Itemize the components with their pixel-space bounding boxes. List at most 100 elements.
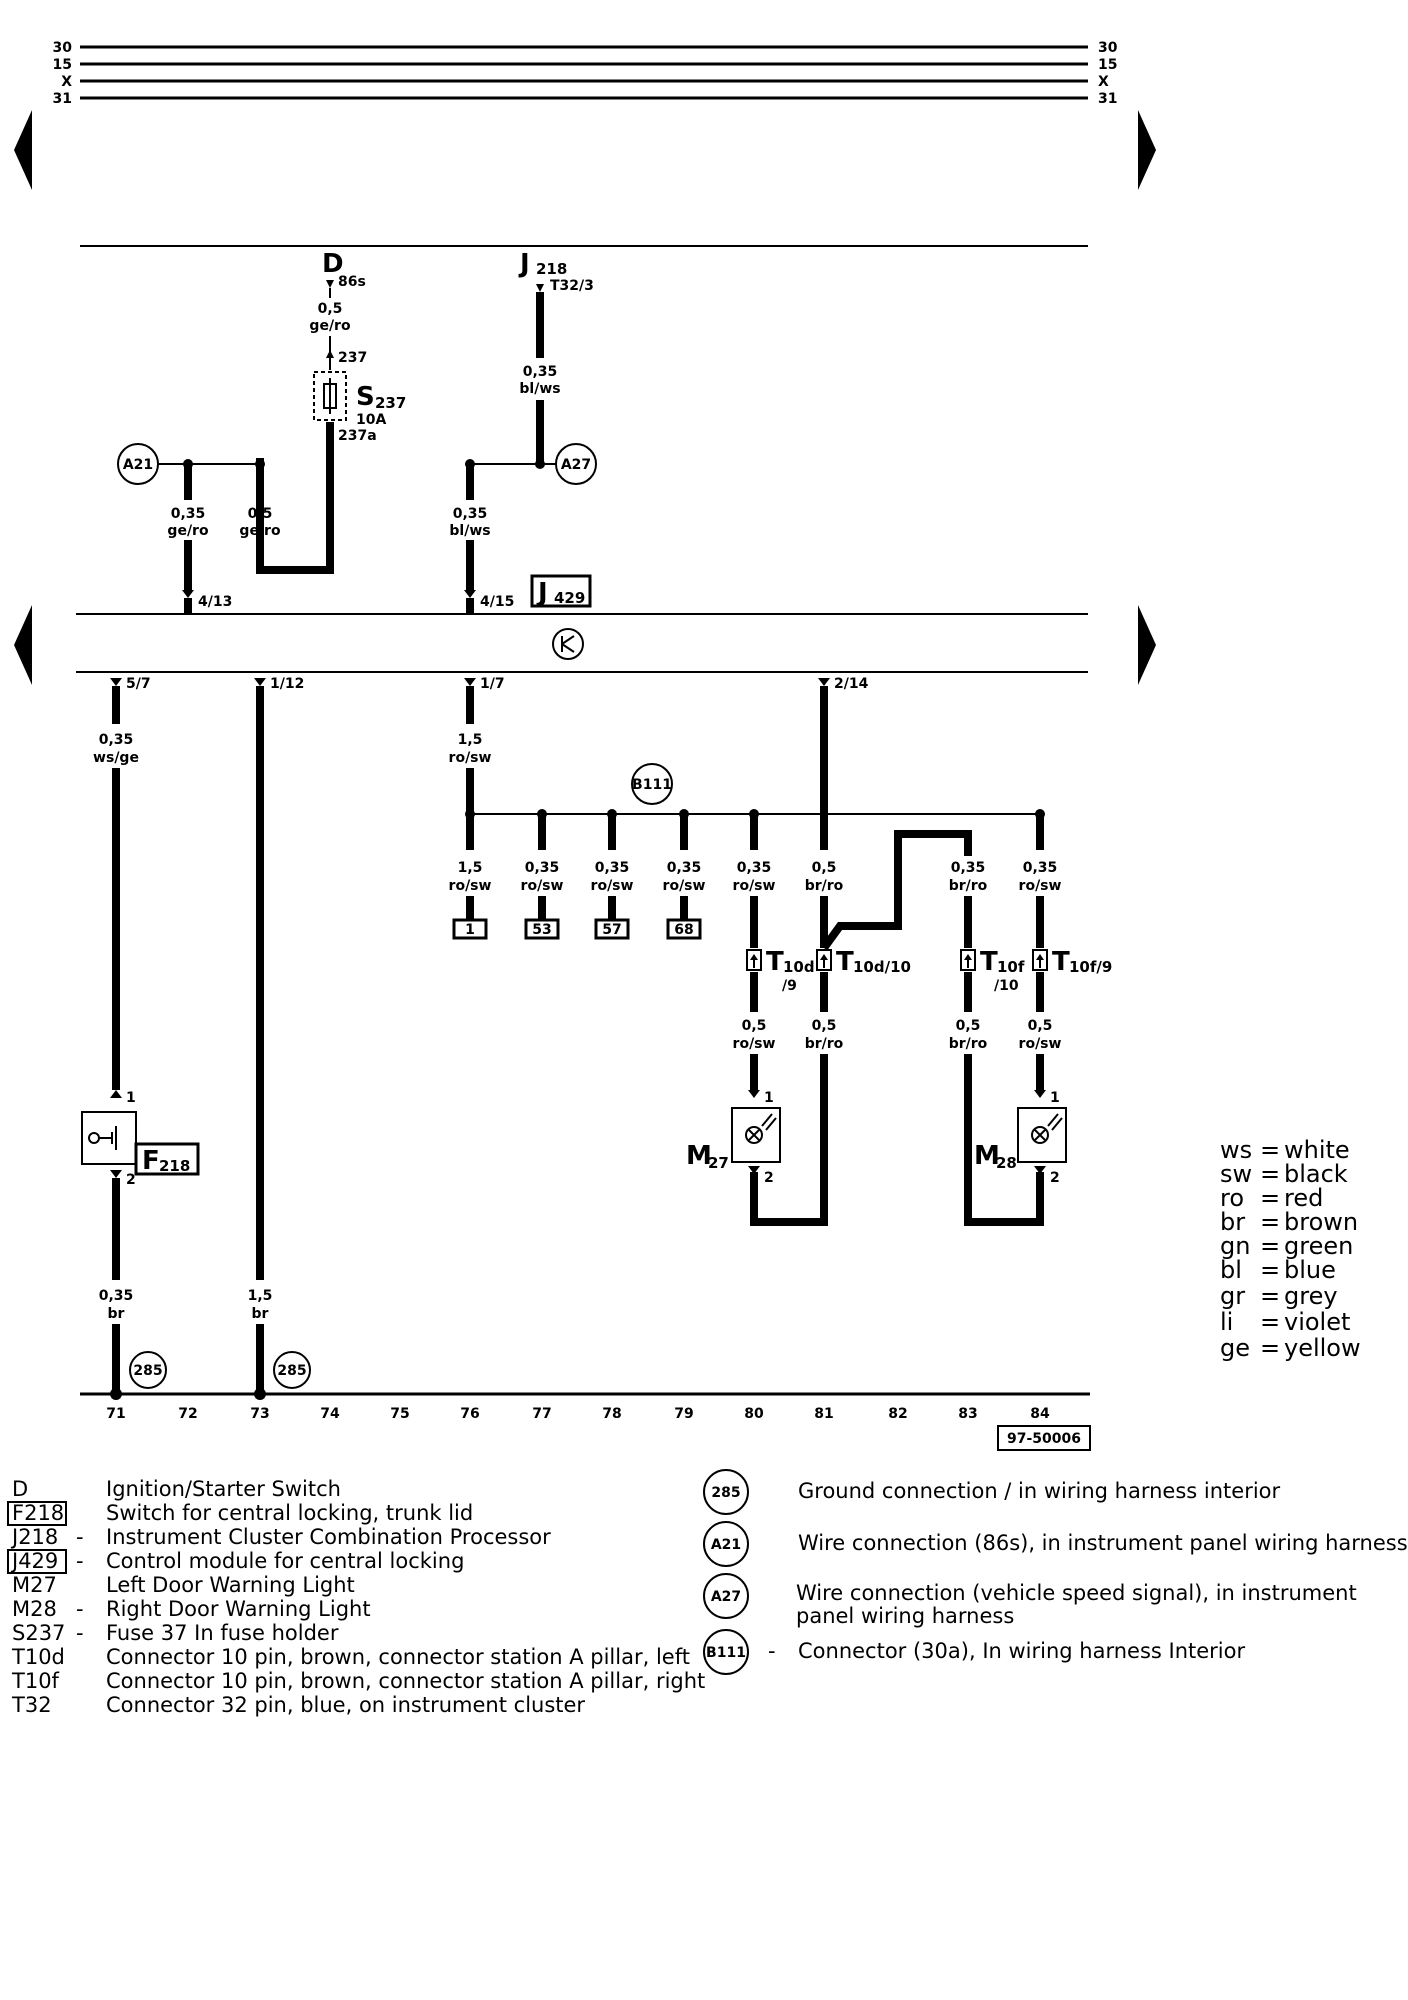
legend-desc-t32: Connector 32 pin, blue, on instrument cl… (106, 1693, 585, 1717)
track-79: 79 (674, 1406, 693, 1422)
svg-text:=: = (1260, 1308, 1280, 1336)
box-57-label: 57 (602, 922, 621, 938)
connector-t10d-10: T 10d/10 (816, 947, 911, 977)
legend-sym-a27: A27 (711, 1589, 741, 1605)
bus-label-31: 31 (53, 91, 72, 107)
t10f10-label: T (980, 947, 998, 977)
g71-size: 0,35 (99, 1288, 134, 1304)
t10f10-pin: /10 (994, 978, 1019, 994)
j429-in1-pin: 4/13 (198, 594, 232, 610)
legend-desc-m28: Right Door Warning Light (106, 1597, 371, 1621)
svg-text:=: = (1260, 1232, 1280, 1260)
legend-code-f218: F218 (12, 1501, 64, 1525)
b2-size: 0,35 (525, 860, 560, 876)
fuse-s237: S 237 10A 237a (313, 371, 406, 444)
color-name-3: brown (1284, 1208, 1358, 1236)
bus-label-15: 15 (53, 57, 72, 73)
color-code-0: ws (1220, 1136, 1252, 1164)
track-84: 84 (1030, 1406, 1050, 1422)
next-page-arrow-icon-lower[interactable] (1138, 605, 1156, 685)
track-72: 72 (178, 1406, 197, 1422)
g73-color: br (252, 1306, 269, 1322)
legend-desc-s237: Fuse 37 In fuse holder (106, 1621, 339, 1645)
out73-pin: 1/12 (270, 676, 304, 692)
legend-code-j429: J429 (10, 1549, 58, 1573)
legend-desc-a27: Wire connection (vehicle speed signal), … (796, 1582, 1357, 1628)
w76-color: ro/sw (449, 750, 492, 766)
bus-label-15-right: 15 (1098, 57, 1117, 73)
f218-sub: 218 (159, 1157, 190, 1175)
legend-sym-b111: B111 (706, 1645, 746, 1661)
left-door-warning-light-m27: 1 2 M 27 (686, 1090, 781, 1186)
bus-label-31-right: 31 (1098, 91, 1117, 107)
track-82: 82 (888, 1406, 907, 1422)
legend-dash-s237: - (76, 1621, 84, 1645)
color-name-8: yellow (1284, 1334, 1361, 1362)
d-pin: 86s (338, 274, 366, 290)
connector-t10d-9: T 10d /9 (746, 947, 815, 994)
m28-pin2: 2 (1050, 1170, 1060, 1186)
a21-left-size: 0,35 (171, 506, 206, 522)
m27-sub: 27 (708, 1154, 729, 1172)
track-71: 71 (106, 1406, 125, 1422)
a27-left-size: 0,35 (453, 506, 488, 522)
color-name-6: grey (1284, 1282, 1338, 1310)
color-name-0: white (1284, 1136, 1350, 1164)
w71-size: 0,35 (99, 732, 134, 748)
track-80: 80 (744, 1406, 764, 1422)
legend-dash-j218: - (76, 1525, 84, 1549)
legend-desc-d: Ignition/Starter Switch (106, 1477, 341, 1501)
out81-pin: 2/14 (834, 676, 869, 692)
b3-color: ro/sw (591, 878, 634, 894)
s237-to-j429-wire (256, 422, 334, 574)
out71-pin: 5/7 (126, 676, 151, 692)
trunk-lid-switch-f218: F 218 (81, 1111, 200, 1176)
legend-code-t10f: T10f (11, 1669, 60, 1693)
svg-text:=: = (1260, 1282, 1280, 1310)
legend-code-m28: M28 (12, 1597, 57, 1621)
ground-285-a-label: 285 (133, 1363, 162, 1379)
color-code-2: ro (1220, 1184, 1244, 1212)
t10d10-label: T (836, 947, 854, 977)
svg-text:=: = (1260, 1208, 1280, 1236)
node-a27: A27 (465, 443, 597, 485)
color-name-2: red (1284, 1184, 1323, 1212)
b5-color: ro/sw (733, 878, 776, 894)
legend-dash-b111: - (768, 1639, 776, 1663)
legend-code-j218: J218 (10, 1525, 58, 1549)
w71-color: ws/ge (93, 750, 139, 766)
legend-code-m27: M27 (12, 1573, 57, 1597)
b6-color: br/ro (805, 878, 844, 894)
svg-text:=: = (1260, 1334, 1280, 1362)
m4-color: ro/sw (1019, 1036, 1062, 1052)
svg-text:=: = (1260, 1160, 1280, 1188)
terminal-box-53: 53 (524, 918, 560, 940)
bus-label-30: 30 (53, 40, 73, 56)
d-label: D (322, 249, 344, 279)
a21-label: A21 (123, 457, 153, 473)
t10f9-label: T (1052, 947, 1070, 977)
m27-return-wire (750, 1054, 828, 1226)
color-code-8: ge (1220, 1334, 1250, 1362)
prev-page-arrow-icon-lower[interactable] (14, 605, 32, 685)
d-wire-color: ge/ro (309, 318, 351, 334)
lamp-icon (745, 1126, 763, 1144)
track-73: 73 (250, 1406, 269, 1422)
prev-page-arrow-icon[interactable] (14, 110, 32, 190)
legend-code-d: D (12, 1477, 28, 1501)
out76-pin: 1/7 (480, 676, 505, 692)
s237-pin-bottom: 237a (338, 428, 377, 444)
ignition-switch-d: D 86s 0,5 ge/ro 237 (309, 249, 367, 370)
t10f10-sub: 10f (997, 958, 1025, 976)
bus-label-30-right: 30 (1098, 40, 1118, 56)
a21-left-color: ge/ro (167, 523, 209, 539)
track-numbers: 71 72 73 74 75 76 77 78 79 80 81 82 83 8… (106, 1406, 1050, 1422)
next-page-arrow-icon[interactable] (1138, 110, 1156, 190)
a27-label: A27 (561, 457, 591, 473)
t10d9-label: T (766, 947, 784, 977)
crossover-wire (820, 830, 972, 951)
color-code-1: sw (1220, 1160, 1252, 1188)
terminal-box-1: 1 (452, 918, 488, 940)
legend-desc-b111: Connector (30a), In wiring harness Inter… (798, 1639, 1245, 1663)
b3-size: 0,35 (595, 860, 630, 876)
